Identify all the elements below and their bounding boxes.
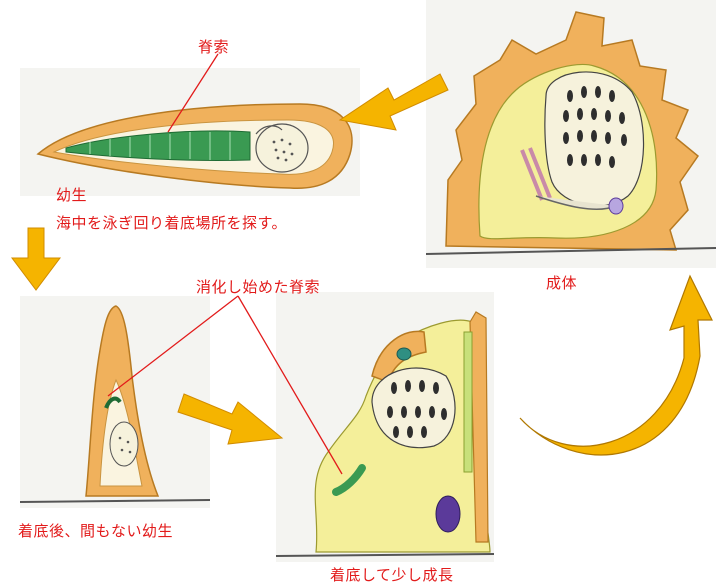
larva-label: 幼生 <box>56 184 87 205</box>
notochord-pointer <box>168 54 218 132</box>
digesting-pointer-right <box>238 296 342 474</box>
notochord-label: 脊索 <box>198 36 229 57</box>
arrow-adult-to-larva <box>340 74 448 130</box>
after-settling-label: 着底後、間もない幼生 <box>18 520 173 541</box>
arrow-larva-to-settled <box>12 228 60 290</box>
larva-description: 海中を泳ぎ回り着底場所を探す。 <box>56 212 287 233</box>
digesting-pointer-left <box>108 296 238 396</box>
adult-label: 成体 <box>546 272 577 293</box>
digesting-notochord-label: 消化し始めた脊索 <box>196 276 320 297</box>
settled-growing-label: 着底して少し成長 <box>330 564 454 585</box>
arrow-growing-to-adult <box>520 276 712 455</box>
arrow-settled-to-growing <box>178 394 282 444</box>
